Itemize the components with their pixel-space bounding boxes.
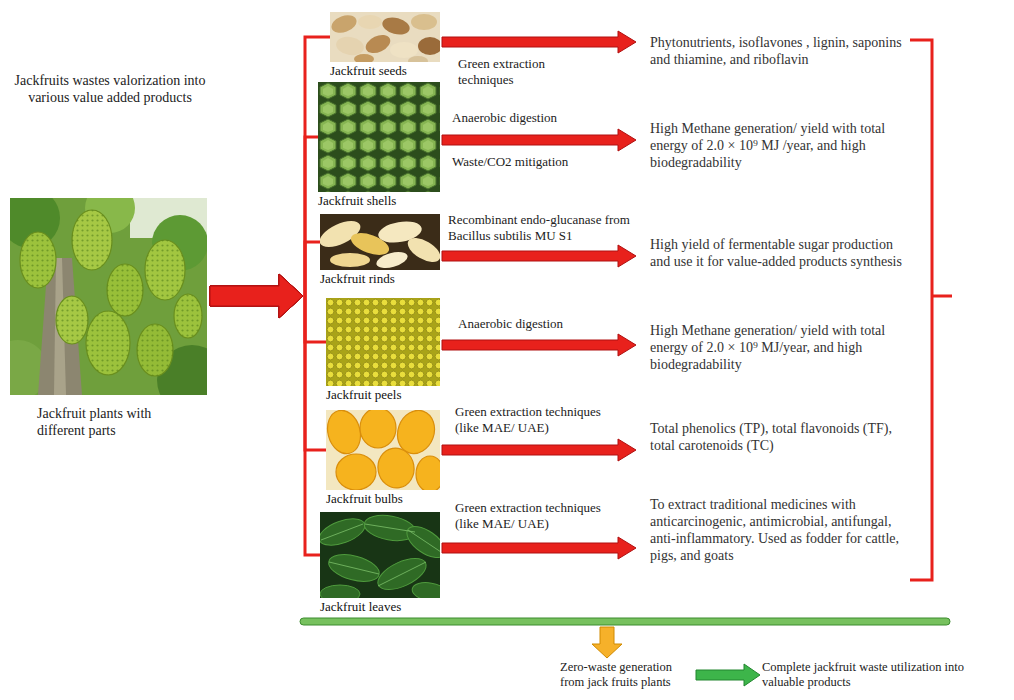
bracket-line — [305, 242, 320, 296]
bulbs-photo — [323, 405, 444, 492]
block-arrow — [442, 245, 636, 267]
bracket-line — [305, 296, 326, 342]
bracket-line — [305, 37, 330, 296]
photo-caption: Jackfruit rinds — [320, 270, 440, 286]
product-text-box: To extract traditional medicines with an… — [636, 496, 912, 564]
heading-text: Jackfruits wastes valorization into vari… — [10, 72, 210, 106]
part-photo-box: Jackfruit seeds — [330, 12, 440, 78]
block-arrow — [210, 274, 303, 318]
node-text: High yield of fermentable sugar producti… — [650, 236, 912, 270]
node-text: Phytonutrients, isoflavones , lignin, sa… — [650, 34, 912, 68]
block-arrow — [210, 274, 303, 318]
bracket-line — [305, 296, 320, 555]
node-text: High Methane generation/ yield with tota… — [650, 120, 912, 171]
down-arrow — [592, 627, 622, 658]
node-text: Complete jackfruit waste utilization int… — [762, 660, 994, 690]
block-arrow — [210, 274, 303, 318]
photo-caption: Jackfruit bulbs — [326, 490, 440, 506]
edge-label: Green extraction techniques — [458, 56, 593, 88]
product-text-box: Phytonutrients, isoflavones , lignin, sa… — [636, 34, 912, 68]
part-photo-box: Jackfruit leaves — [320, 512, 440, 614]
connector — [442, 439, 636, 461]
block-arrow — [696, 664, 760, 686]
photo-caption: Jackfruit seeds — [330, 62, 440, 78]
photo-caption: Jackfruit peels — [326, 386, 440, 402]
block-arrow — [442, 439, 636, 461]
block-arrow — [442, 334, 636, 356]
block-arrow — [210, 274, 303, 318]
connector — [210, 274, 326, 342]
bracket-line — [305, 137, 318, 296]
block-arrow — [442, 129, 636, 151]
product-text-box: High Methane generation/ yield with tota… — [636, 120, 912, 171]
part-photo-box: Jackfruit shells — [318, 82, 440, 208]
connector — [442, 31, 636, 53]
edge-label: Green extraction techniques (like MAE/ U… — [455, 500, 627, 532]
connector — [442, 334, 636, 356]
peels-photo — [326, 298, 440, 386]
tree-photo — [0, 183, 227, 415]
edge-label: Green extraction techniques (like MAE/ U… — [455, 404, 627, 436]
photo-caption: Jackfruit leaves — [320, 598, 440, 614]
node-text: High Methane generation/ yield with tota… — [650, 322, 912, 373]
photo-caption: Jackfruit shells — [318, 192, 440, 208]
product-text-box: Total phenolics (TP), total flavonoids (… — [636, 420, 912, 454]
connector — [210, 274, 320, 555]
plant-photo-panel: Jackfruits wastes valorization into vari… — [10, 72, 210, 447]
note-label: Waste/CO2 mitigation — [452, 154, 632, 170]
green-bar — [300, 618, 950, 625]
part-photo-box: Jackfruit peels — [326, 298, 440, 402]
seeds-photo — [329, 12, 442, 66]
outcome-box: Complete jackfruit waste utilization int… — [762, 660, 994, 690]
block-arrow — [442, 537, 636, 559]
edge-label: Recombinant endo-glucanase from Bacillus… — [448, 212, 643, 244]
part-photo-box: Jackfruit rinds — [320, 214, 440, 286]
edge-label: Anaerobic digestion — [458, 316, 638, 332]
leaves-photo — [316, 512, 451, 604]
photo-caption: Jackfruit plants with different parts — [37, 405, 202, 439]
connector — [442, 129, 636, 151]
connector — [442, 245, 636, 267]
block-arrow — [210, 274, 303, 318]
product-text-box: High Methane generation/ yield with tota… — [636, 322, 912, 373]
product-text-box: High yield of fermentable sugar producti… — [636, 236, 912, 270]
connector — [442, 537, 636, 559]
connector — [210, 37, 330, 318]
connector — [696, 664, 760, 686]
edge-label: Anaerobic digestion — [452, 110, 632, 126]
node-text: Zero-waste generation from jack fruits p… — [560, 660, 694, 690]
node-text: To extract traditional medicines with an… — [650, 496, 912, 564]
part-photo-box: Jackfruit bulbs — [326, 410, 440, 506]
bracket-line — [305, 296, 326, 450]
node-text: Total phenolics (TP), total flavonoids (… — [650, 420, 912, 454]
right-bracket — [910, 40, 952, 580]
connector — [210, 137, 318, 318]
shells-photo — [318, 82, 440, 192]
rinds-photo — [316, 214, 444, 271]
connector — [210, 274, 326, 450]
block-arrow — [442, 31, 636, 53]
outcome-box: Zero-waste generation from jack fruits p… — [560, 660, 694, 690]
block-arrow — [210, 274, 303, 318]
